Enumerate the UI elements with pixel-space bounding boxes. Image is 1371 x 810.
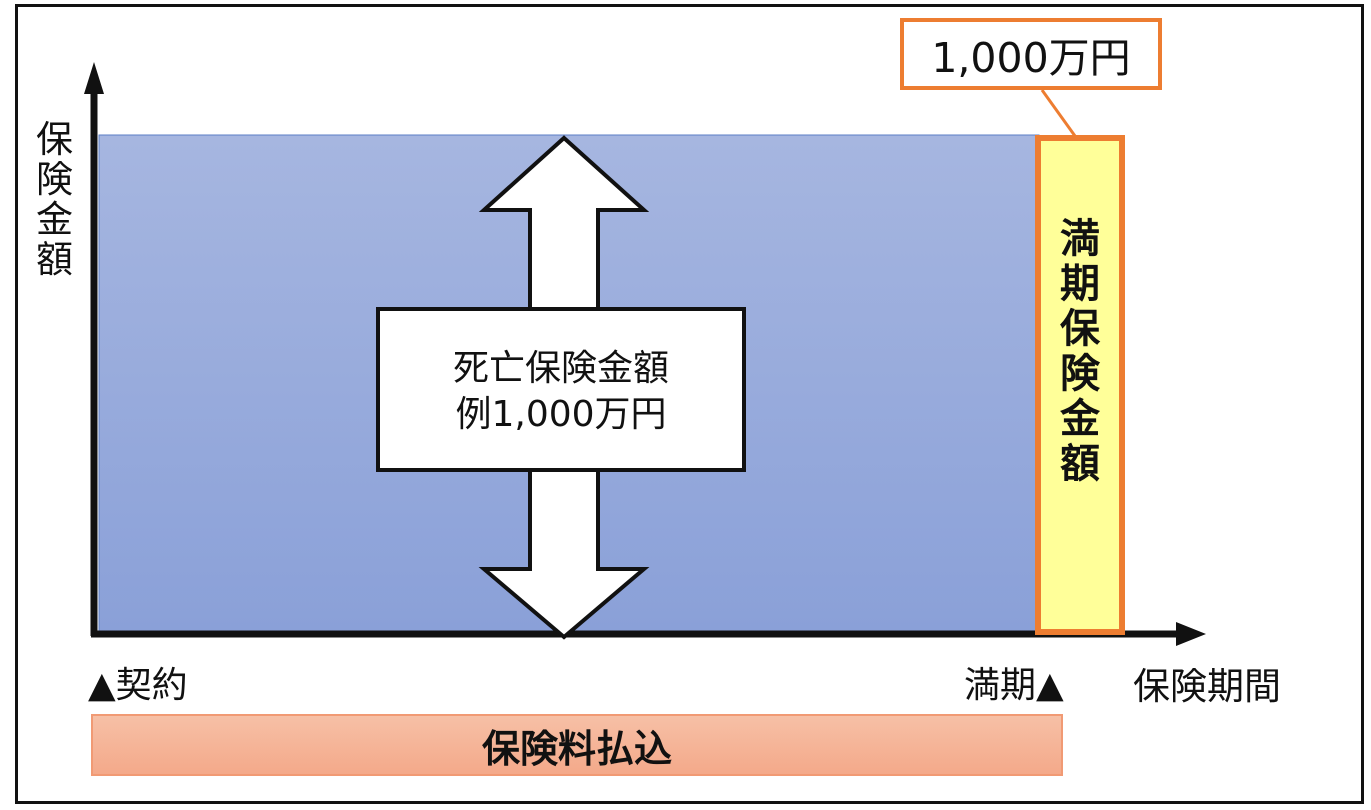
diagram-frame <box>15 4 1364 804</box>
maturity-benefit-bar: 満 期 保 険 金 額 <box>1035 135 1125 635</box>
y-axis-label-char: 金 <box>36 198 73 241</box>
y-axis-label: 保 険 金 額 <box>36 120 73 280</box>
maturity-benefit-label: 満 期 保 険 金 額 <box>1041 217 1119 487</box>
y-axis-arrowhead <box>84 62 104 94</box>
y-axis-label-char: 険 <box>36 158 73 201</box>
y-axis-label-char: 保 <box>36 118 73 161</box>
maturity-label-char: 額 <box>1060 441 1100 487</box>
y-axis-label-char: 額 <box>36 238 73 281</box>
premium-payment-bar: 保険料払込 <box>91 714 1063 776</box>
death-benefit-title: 死亡保険金額 <box>452 348 669 389</box>
death-benefit-example: 例1,000万円 <box>455 394 667 435</box>
maturity-label-char: 満 <box>1060 216 1100 262</box>
contract-marker: ▲契約 <box>88 665 188 706</box>
maturity-amount-text: 1,000万円 <box>931 34 1131 82</box>
maturity-label-char: 金 <box>1060 396 1100 442</box>
callout-connector <box>1040 89 1077 137</box>
death-benefit-label-box <box>376 307 746 472</box>
maturity-label-char: 期 <box>1060 261 1100 307</box>
maturity-label-char: 保 <box>1060 306 1100 352</box>
maturity-marker: 満期▲ <box>964 665 1064 706</box>
maturity-amount-callout: 1,000万円 <box>900 18 1162 90</box>
x-axis-arrowhead <box>1176 622 1206 646</box>
maturity-label-char: 険 <box>1060 351 1100 397</box>
x-axis-label: 保険期間 <box>1133 665 1281 708</box>
premium-payment-label: 保険料払込 <box>481 726 672 771</box>
death-benefit-label: 死亡保険金額 例1,000万円 <box>380 346 742 438</box>
